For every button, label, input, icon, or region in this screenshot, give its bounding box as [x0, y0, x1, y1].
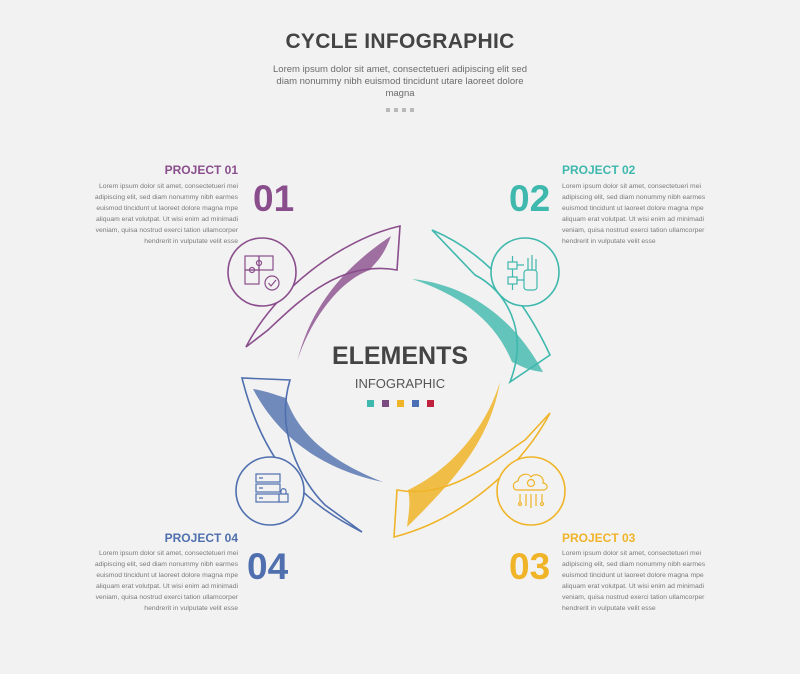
color-square-4 [411, 400, 419, 407]
server-lock-icon [255, 473, 289, 503]
cycle-arrow-4 [240, 377, 383, 533]
project-1-icon-circle [227, 237, 297, 307]
project-4-title: PROJECT 04 [164, 531, 238, 545]
project-1-title: PROJECT 01 [164, 163, 238, 177]
page-subtitle: Lorem ipsum dolor sit amet, consectetuer… [273, 64, 527, 99]
project-4-number: 04 [247, 546, 289, 587]
color-square-1 [366, 400, 374, 407]
center-subtitle: INFOGRAPHIC [354, 376, 446, 391]
workflow-hand-icon [507, 255, 538, 291]
cloud-gear-icon [512, 473, 548, 508]
color-square-5 [426, 400, 434, 407]
project-4-icon-circle [235, 456, 305, 526]
project-4-text: Lorem ipsum dolor sit amet, consectetuer… [94, 550, 238, 612]
project-3-icon-circle [496, 456, 566, 526]
center-title: ELEMENTS [331, 342, 469, 370]
puzzle-check-icon [244, 255, 280, 291]
page-title: CYCLE INFOGRAPHIC [285, 30, 515, 53]
project-3-title: PROJECT 03 [562, 531, 636, 545]
project-3-text: Lorem ipsum dolor sit amet, consectetuer… [562, 550, 706, 612]
color-square-2 [381, 400, 389, 407]
center-color-squares [0, 400, 800, 407]
color-square-3 [396, 400, 404, 407]
header-divider-dots [0, 108, 800, 112]
project-2-text: Lorem ipsum dolor sit amet, consectetuer… [562, 183, 706, 245]
project-2-icon-circle [490, 237, 560, 307]
project-3-number: 03 [509, 546, 551, 587]
project-1-text: Lorem ipsum dolor sit amet, consectetuer… [94, 183, 238, 245]
project-1-number: 01 [253, 178, 295, 219]
project-2-number: 02 [509, 178, 551, 219]
project-2-title: PROJECT 02 [562, 163, 636, 177]
